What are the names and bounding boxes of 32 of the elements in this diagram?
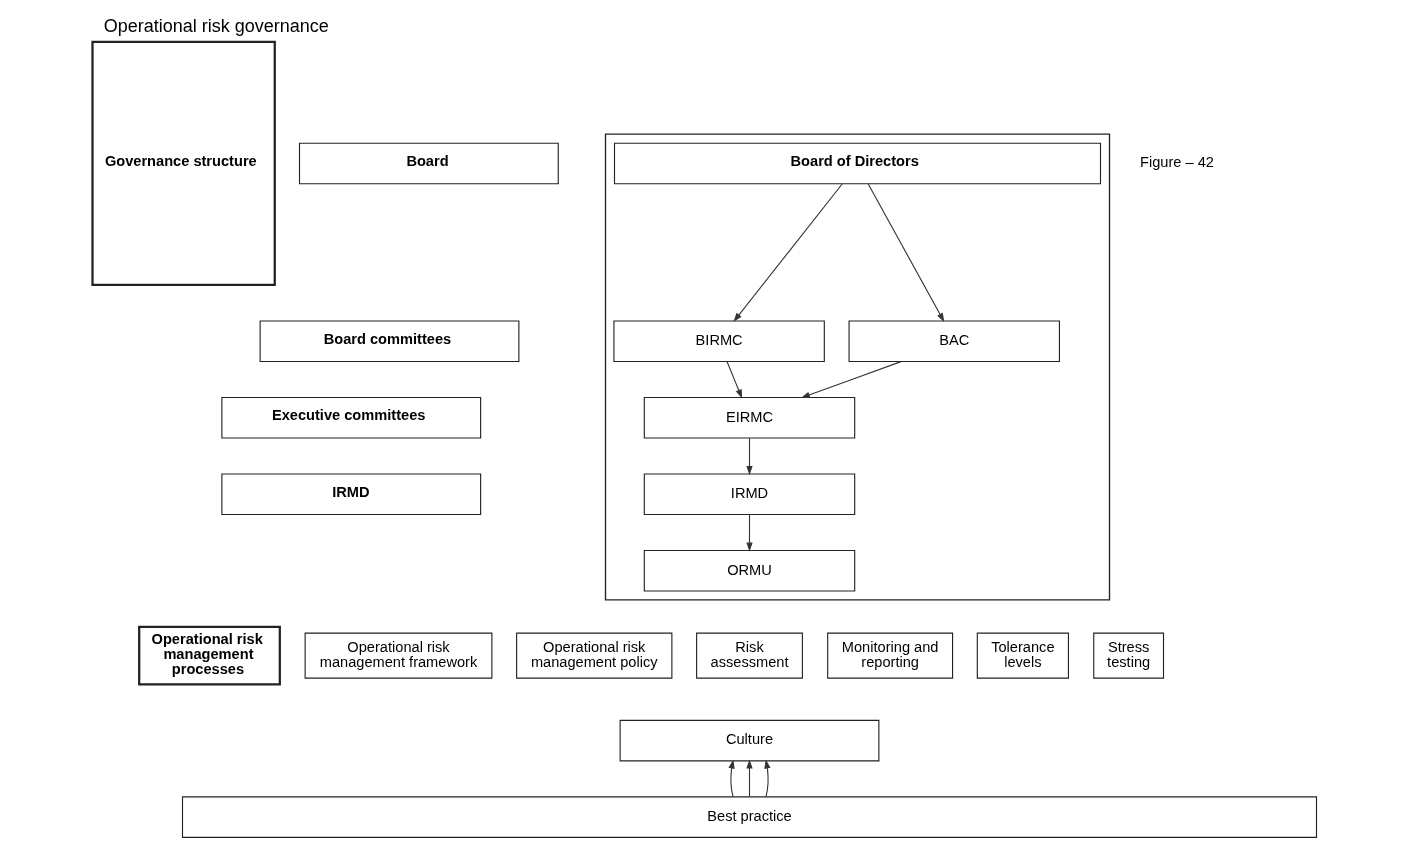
arrow — [800, 361, 902, 398]
arrow — [732, 183, 843, 322]
node-box: Board of Directors — [613, 142, 1101, 185]
node-box: Stress testing — [1092, 632, 1164, 679]
node-box: Monitoring and reporting — [826, 632, 953, 679]
node-box: EIRMC — [643, 396, 855, 439]
cluster — [604, 133, 1110, 601]
node-box: BIRMC — [612, 320, 825, 362]
label: Figure – 42 — [1139, 154, 1214, 171]
arrow — [745, 759, 753, 797]
node-box: Risk assessment — [695, 632, 803, 679]
node-box: Operational risk management framework — [304, 632, 492, 679]
node-box: Board committees — [259, 320, 519, 362]
arrow — [726, 361, 742, 399]
node-box: Board — [298, 142, 559, 185]
diagram-title: Operational risk governance — [103, 15, 329, 36]
node-box: IRMD — [220, 473, 481, 515]
arrow — [867, 183, 944, 322]
node-box: Operational risk management processes — [137, 625, 281, 686]
node-box: BAC — [848, 320, 1060, 362]
node-box: Governance structure — [90, 40, 276, 287]
node-box: IRMD — [643, 473, 855, 515]
node-box: Culture — [619, 719, 879, 762]
arrow — [745, 514, 753, 552]
node-box: Best practice — [181, 796, 1317, 838]
arrow — [728, 759, 735, 797]
node-box: Executive committees — [220, 396, 481, 439]
arrow — [745, 437, 753, 476]
arrow — [763, 759, 770, 797]
node-box: Operational risk management policy — [515, 632, 672, 679]
node-box: ORMU — [643, 549, 855, 592]
node-box: Tolerance levels — [976, 632, 1069, 679]
